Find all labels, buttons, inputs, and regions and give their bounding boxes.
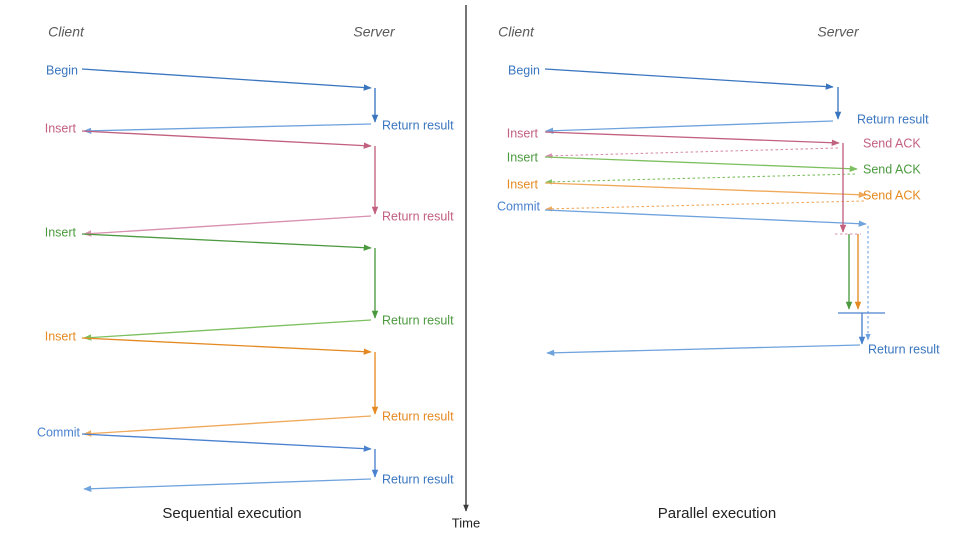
flow-insert2-request xyxy=(544,156,858,172)
flow-begin-request xyxy=(544,68,834,90)
right-server-label-3: Send ACK xyxy=(863,188,921,202)
time-axis: Time xyxy=(452,5,480,530)
right-client-label-1: Insert xyxy=(507,126,539,140)
flow-commit-response xyxy=(83,478,372,492)
flow-insert3-request xyxy=(81,337,372,355)
left-client-label-4: Commit xyxy=(37,425,81,439)
time-axis-label: Time xyxy=(452,515,480,530)
left-panel-caption: Sequential execution xyxy=(162,505,301,522)
right-panel-caption: Parallel execution xyxy=(658,505,776,522)
flow-insert1-request xyxy=(81,130,372,149)
left-server-label-3: Return result xyxy=(382,409,454,423)
flow-insert1-response xyxy=(83,215,372,237)
left-panel-lane-headers: Client Server xyxy=(48,24,396,40)
flow-commit-request xyxy=(544,209,867,227)
right-server-label-4: Return result xyxy=(868,342,940,356)
right-server-label-1: Send ACK xyxy=(863,136,921,150)
flow-insert1-request xyxy=(544,131,840,146)
flow-insert3-ack xyxy=(545,200,865,212)
flow-begin-response xyxy=(83,123,372,135)
left-server-label-1: Return result xyxy=(382,209,454,223)
right-server-label-0: Return result xyxy=(857,112,929,126)
flow-insert2-response xyxy=(83,319,372,341)
left-lane-header-1: Server xyxy=(353,24,396,40)
left-client-label-1: Insert xyxy=(45,121,77,135)
flow-begin-response xyxy=(545,120,834,134)
right-server-label-2: Send ACK xyxy=(863,162,921,176)
flow-final-response xyxy=(546,344,861,357)
right-client-label-3: Insert xyxy=(507,177,539,191)
left-server-label-4: Return result xyxy=(382,472,454,486)
right-client-label-2: Insert xyxy=(507,150,539,164)
left-client-label-0: Begin xyxy=(46,63,78,77)
flow-insert2-request xyxy=(81,233,372,251)
left-lane-header-0: Client xyxy=(48,24,85,40)
right-client-label-4: Commit xyxy=(497,199,541,213)
right-lane-header-0: Client xyxy=(498,24,535,40)
right-panel-flows xyxy=(544,68,885,357)
flow-commit-request xyxy=(81,433,372,452)
flow-begin-request xyxy=(81,68,372,91)
left-server-label-2: Return result xyxy=(382,313,454,327)
flow-insert3-response xyxy=(83,415,372,437)
left-panel-flows xyxy=(81,68,379,492)
right-client-label-0: Begin xyxy=(508,63,540,77)
left-client-label-3: Insert xyxy=(45,329,77,343)
flow-insert1-ack xyxy=(545,147,839,159)
right-panel-lane-headers: Client Server xyxy=(498,24,860,40)
left-client-label-2: Insert xyxy=(45,225,77,239)
flow-insert2-ack xyxy=(545,173,856,185)
right-lane-header-1: Server xyxy=(817,24,860,40)
flow-insert3-request xyxy=(544,182,867,198)
left-server-label-0: Return result xyxy=(382,118,454,132)
